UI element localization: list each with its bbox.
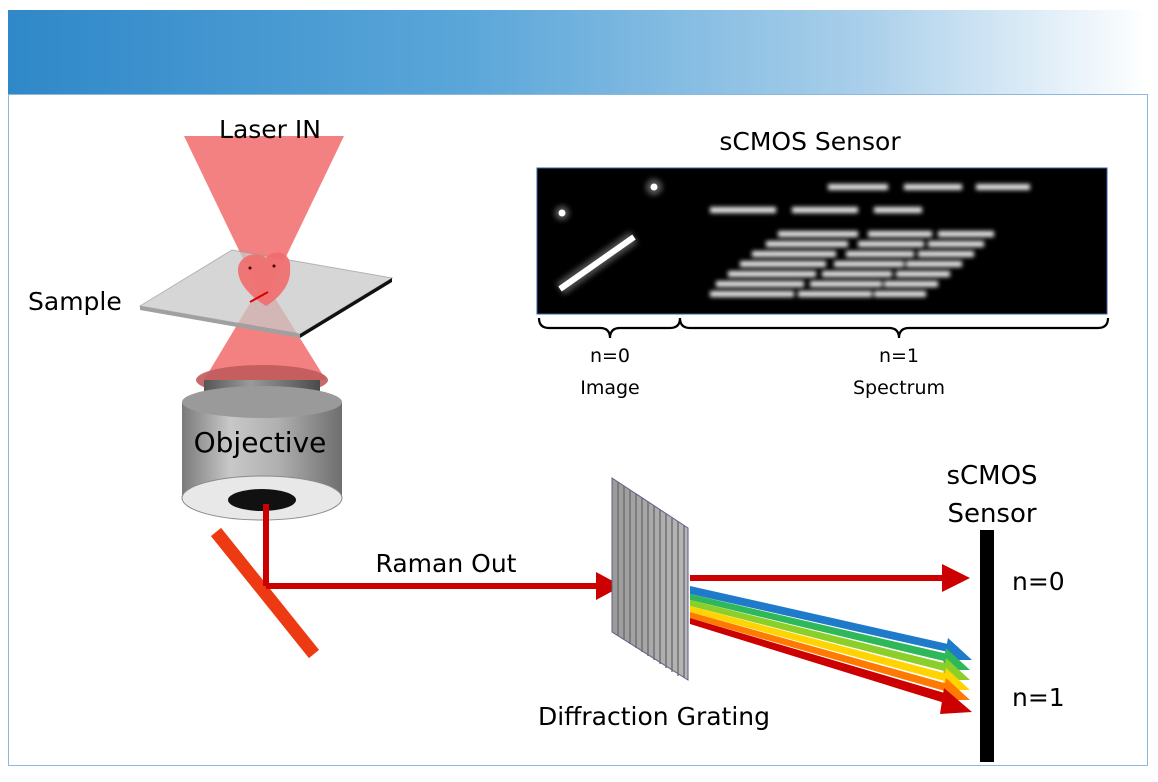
- side-sensor-title-line1: sCMOS: [946, 461, 1037, 491]
- sample-label: Sample: [28, 287, 122, 316]
- laser-in-label: Laser IN: [219, 115, 321, 144]
- order0-caption: Image: [580, 377, 640, 399]
- side-sensor-bar: [980, 530, 994, 762]
- figure-frame: [8, 94, 1148, 766]
- raman-beam: [263, 504, 622, 600]
- diffraction-grating: [611, 477, 689, 681]
- order1-caption: Spectrum: [853, 377, 945, 399]
- zero-order-beam: [690, 564, 970, 592]
- laser-beam: [184, 136, 344, 380]
- side-sensor-n1-label: n=1: [1012, 683, 1065, 712]
- order1-label: n=1: [879, 345, 919, 367]
- side-sensor-title-line2: Sensor: [947, 499, 1036, 529]
- raman-out-label: Raman Out: [376, 549, 517, 578]
- sensor-image-panel: [536, 167, 1108, 315]
- objective-label: Objective: [194, 426, 327, 459]
- side-sensor-n0-label: n=0: [1012, 567, 1065, 596]
- objective-lens: [181, 365, 343, 521]
- order-braces: [537, 317, 1110, 339]
- sensor-panel-title: sCMOS Sensor: [719, 127, 901, 156]
- mirror: [210, 527, 320, 659]
- first-order-spectrum-beams: [690, 586, 972, 714]
- header-band: [8, 10, 1148, 94]
- order0-label: n=0: [590, 345, 630, 367]
- sample-slide: [138, 249, 394, 338]
- diffraction-grating-label: Diffraction Grating: [538, 702, 770, 731]
